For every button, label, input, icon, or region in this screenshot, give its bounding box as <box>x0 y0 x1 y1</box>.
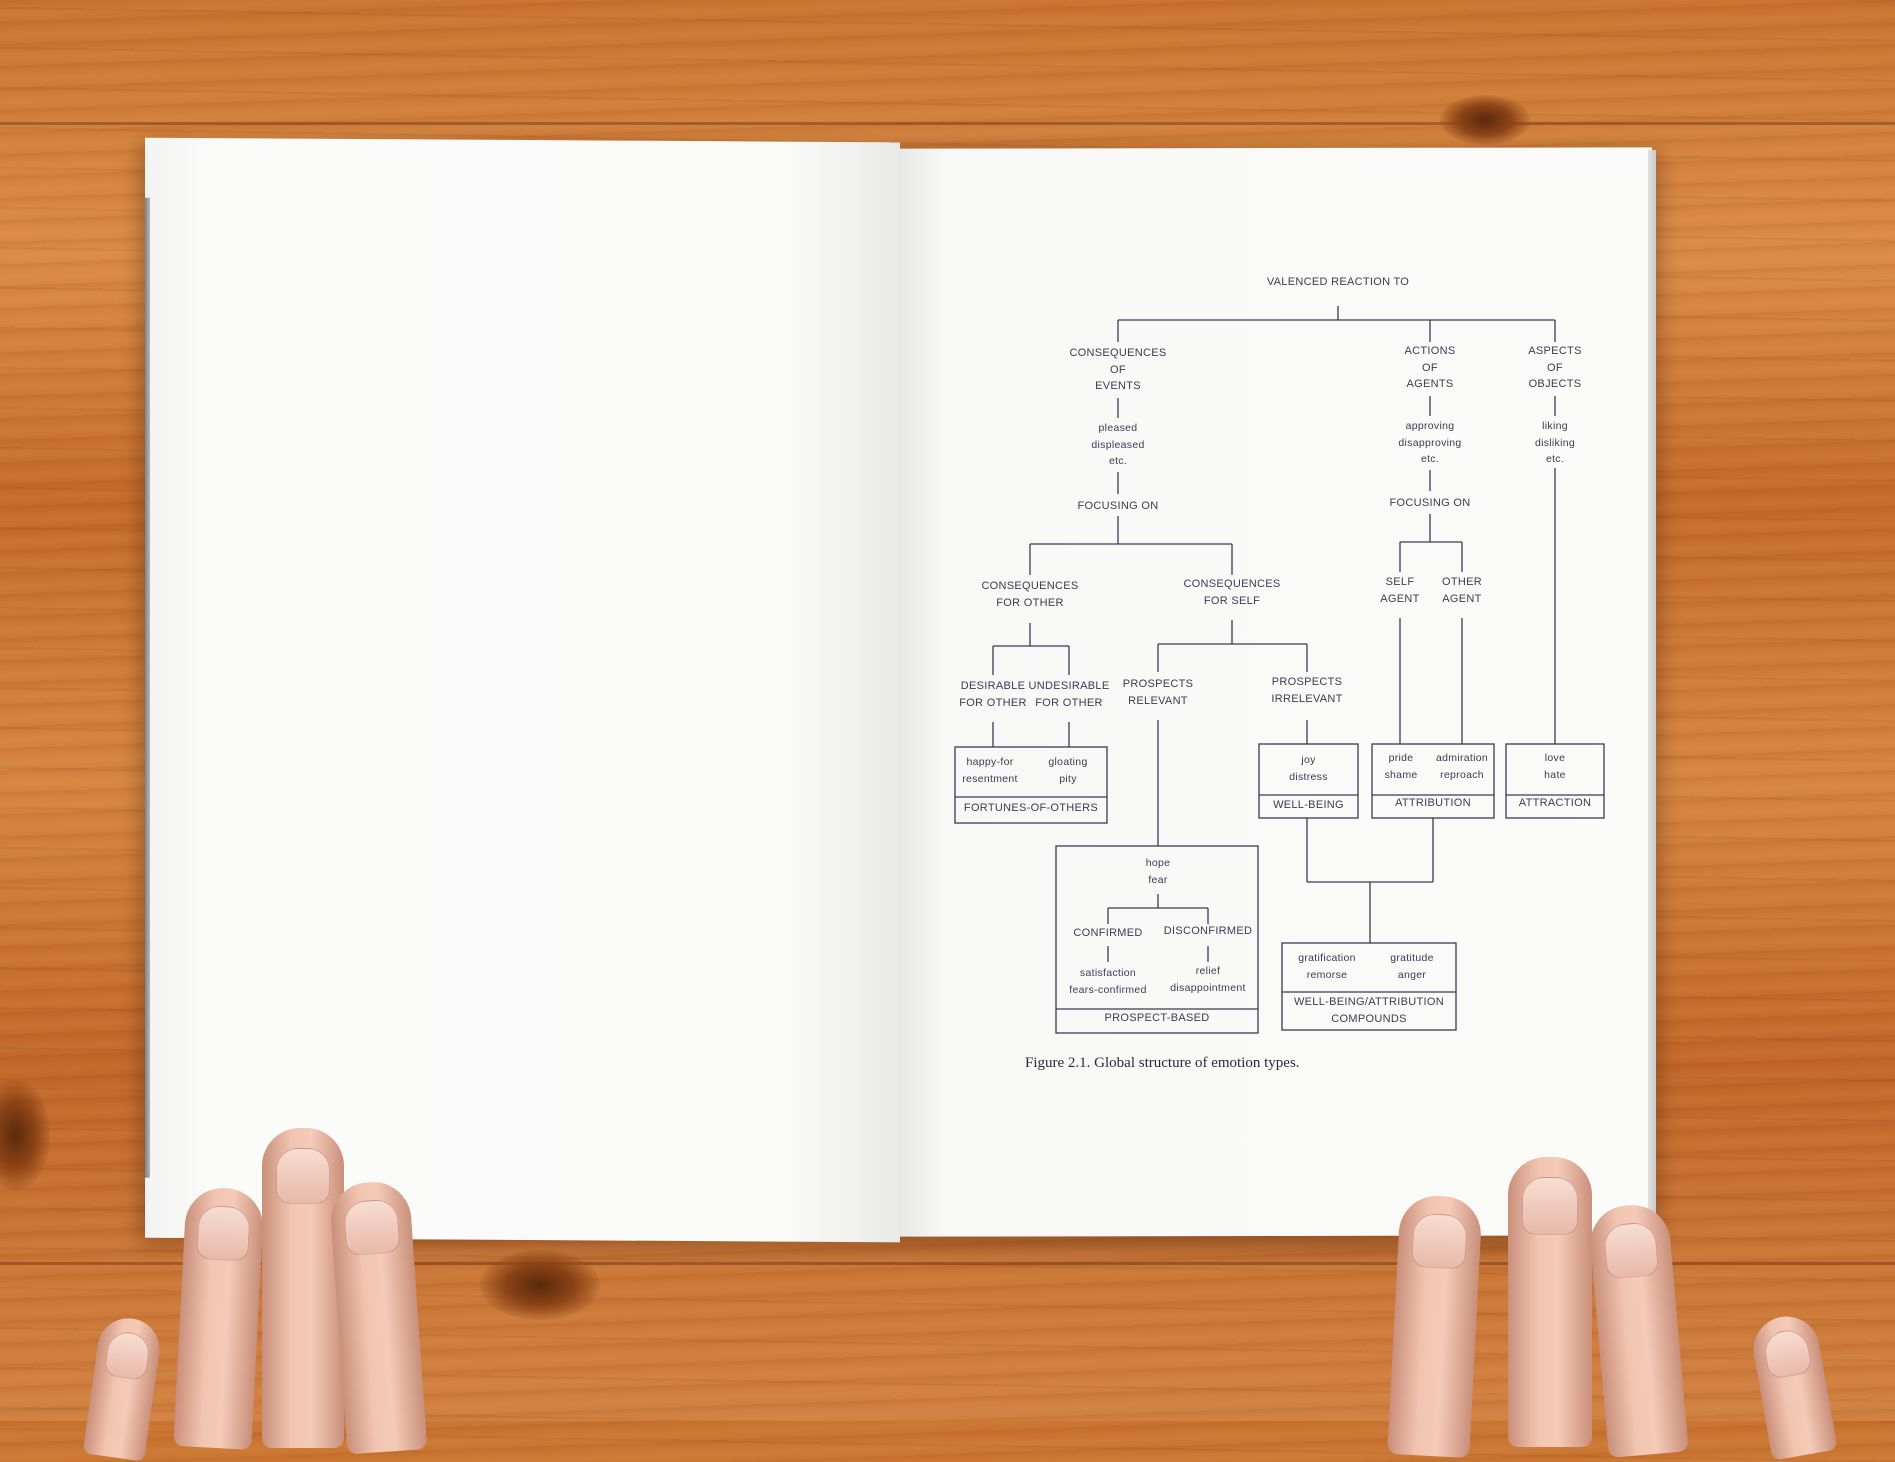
attraction-emotions: love hate <box>1544 752 1566 781</box>
prospect-emotions-right: relief disappointment <box>1170 965 1246 994</box>
fortunes-emotions-right: gloating pity <box>1048 756 1088 785</box>
actions-label: ACTIONS OF AGENTS <box>1404 345 1456 390</box>
compounds-label: WELL-BEING/ATTRIBUTION COMPOUNDS <box>1293 996 1445 1025</box>
events-focus-label: FOCUSING ON <box>1077 500 1159 512</box>
emotion-structure-diagram: VALENCED REACTION TO CONSEQUENCES OF EVE… <box>954 276 1605 1071</box>
fingernail <box>1761 1327 1813 1380</box>
cons-self-label: CONSEQUENCES FOR SELF <box>1183 578 1281 607</box>
finger <box>173 1186 265 1450</box>
fingernail <box>196 1204 251 1262</box>
prospect-based-label: PROSPECT-BASED <box>1104 1012 1210 1024</box>
fingernail <box>276 1148 330 1204</box>
objects-label: ASPECTS OF OBJECTS <box>1528 345 1582 390</box>
prospect-emotions-top: hope fear <box>1145 857 1171 886</box>
wood-knot <box>480 1250 600 1320</box>
fingernail <box>103 1329 152 1382</box>
well-being-label: WELL-BEING <box>1273 799 1344 811</box>
fortunes-of-others-label: FORTUNES-OF-OTHERS <box>963 802 1099 814</box>
root-label: VALENCED REACTION TO <box>1266 276 1410 288</box>
events-label: CONSEQUENCES OF EVENTS <box>1069 347 1167 392</box>
wood-plank-seam <box>0 1262 1895 1265</box>
page-edge <box>1648 150 1656 1230</box>
prospects-relevant-label: PROSPECTS RELEVANT <box>1122 678 1194 707</box>
disconfirmed-label: DISCONFIRMED <box>1163 925 1253 937</box>
wood-plank-seam <box>0 122 1895 125</box>
attraction-label: ATTRACTION <box>1518 797 1592 809</box>
fortunes-emotions-left: happy-for resentment <box>962 756 1018 785</box>
finger <box>1508 1157 1592 1447</box>
compounds-emotions-left: gratification remorse <box>1298 952 1356 981</box>
attribution-emotions-left: pride shame <box>1384 752 1418 781</box>
figure-caption: Figure 2.1. Global structure of emotion … <box>1025 1055 1300 1071</box>
compounds-emotions-right: gratitude anger <box>1390 952 1434 981</box>
other-agent-label: OTHER AGENT <box>1442 576 1482 605</box>
prospect-emotions-left: satisfaction fears-confirmed <box>1069 967 1147 996</box>
finger <box>1387 1194 1483 1458</box>
confirmed-label: CONFIRMED <box>1073 927 1143 939</box>
events-reactions: pleased displeased etc. <box>1091 422 1145 467</box>
attribution-emotions-right: admiration reproach <box>1435 752 1489 781</box>
desirable-label: DESIRABLE FOR OTHER <box>959 680 1027 709</box>
agents-reactions: approving disapproving etc. <box>1398 420 1462 465</box>
cons-other-label: CONSEQUENCES FOR OTHER <box>981 580 1079 609</box>
wood-knot <box>1440 95 1530 145</box>
fingernail <box>1602 1221 1660 1280</box>
finger <box>262 1128 344 1448</box>
attribution-label: ATTRIBUTION <box>1395 797 1471 809</box>
diagram-lines <box>954 306 1605 1034</box>
objects-reactions: liking disliking etc. <box>1534 420 1576 465</box>
fingernail <box>1522 1177 1578 1235</box>
prospects-irrelevant-label: PROSPECTS IRRELEVANT <box>1271 676 1343 705</box>
agents-focus-label: FOCUSING ON <box>1389 497 1471 509</box>
wellbeing-emotions: joy distress <box>1289 754 1328 783</box>
fingernail <box>342 1198 401 1257</box>
fingernail <box>1411 1212 1468 1270</box>
undesirable-label: UNDESIRABLE FOR OTHER <box>1028 680 1110 709</box>
self-agent-label: SELF AGENT <box>1380 576 1420 605</box>
